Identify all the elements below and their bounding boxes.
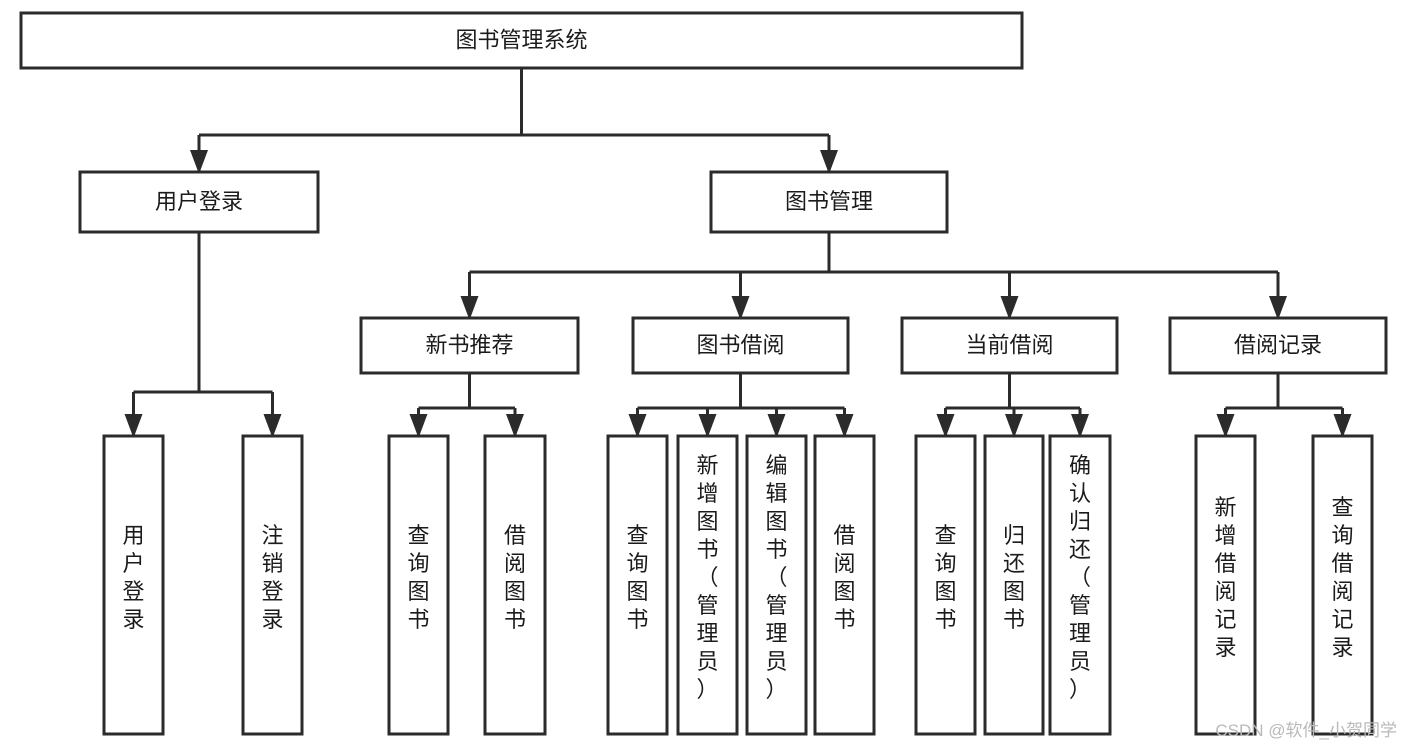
arrow-head-icon	[506, 414, 524, 438]
node-label: 图书借阅	[696, 332, 784, 357]
node-box[interactable]	[1048, 434, 1112, 736]
arrow-head-icon	[1005, 414, 1023, 438]
node-leaf-query-book-current[interactable]: 查询图书	[914, 434, 977, 736]
node-leaf-logout[interactable]: 注销登录	[241, 434, 304, 736]
connector-group	[190, 68, 838, 174]
arrow-head-icon	[835, 414, 854, 438]
node-leaf-confirm-return-admin[interactable]: 确认归还（管理员）	[1048, 434, 1112, 736]
node-leaf-query-book-recommend[interactable]: 查询图书	[387, 434, 450, 736]
node-leaf-add-book-admin[interactable]: 新增图书（管理员）	[676, 434, 739, 736]
node-label: 借阅图书	[833, 523, 855, 632]
node-label: 新增图书（管理员）	[696, 453, 718, 702]
arrow-head-icon	[936, 414, 955, 438]
arrow-head-icon	[1000, 296, 1019, 320]
node-label: 图书管理	[785, 189, 873, 214]
node-box[interactable]	[1311, 434, 1374, 736]
node-leaf-query-book-borrow[interactable]: 查询图书	[606, 434, 669, 736]
node-label: 注销登录	[261, 523, 283, 632]
node-new-book-recommend[interactable]: 新书推荐	[359, 316, 580, 375]
connector-group	[936, 373, 1089, 438]
node-label: 新增借阅记录	[1214, 495, 1236, 660]
node-label: 当前借阅	[965, 332, 1053, 357]
node-box[interactable]	[483, 434, 547, 736]
connector-group	[124, 232, 282, 438]
node-box[interactable]	[102, 434, 165, 736]
node-label: 用户登录	[122, 523, 144, 632]
node-label: 编辑图书（管理员）	[765, 453, 787, 702]
node-label: 确认归还（管理员）	[1069, 453, 1091, 702]
node-label: 用户登录	[155, 189, 243, 214]
node-box[interactable]	[745, 434, 808, 736]
node-label: 查询图书	[626, 523, 648, 632]
node-box[interactable]	[19, 11, 1024, 70]
node-leaf-user-login[interactable]: 用户登录	[102, 434, 165, 736]
node-borrow-record[interactable]: 借阅记录	[1168, 316, 1388, 375]
node-label: 查询图书	[407, 523, 429, 632]
node-box[interactable]	[983, 434, 1045, 736]
connector-group	[1216, 373, 1352, 438]
connectors-layer	[124, 68, 1352, 438]
node-current-borrow[interactable]: 当前借阅	[900, 316, 1119, 375]
node-box[interactable]	[631, 316, 850, 375]
node-leaf-borrow-book[interactable]: 借阅图书	[813, 434, 876, 736]
node-box[interactable]	[813, 434, 876, 736]
node-box[interactable]	[1194, 434, 1257, 736]
arrow-head-icon	[731, 296, 750, 320]
node-leaf-return-book[interactable]: 归还图书	[983, 434, 1045, 736]
node-leaf-query-borrow-record[interactable]: 查询借阅记录	[1311, 434, 1374, 736]
connector-group	[409, 373, 524, 438]
node-box[interactable]	[914, 434, 977, 736]
arrow-head-icon	[628, 414, 647, 438]
arrow-head-icon	[460, 296, 479, 320]
arrow-head-icon	[1071, 414, 1089, 438]
node-label: 借阅图书	[504, 523, 526, 632]
arrow-head-icon	[124, 414, 143, 438]
node-box[interactable]	[78, 170, 320, 234]
connector-group	[460, 232, 1287, 320]
node-box[interactable]	[1168, 316, 1388, 375]
arrow-head-icon	[698, 414, 717, 438]
nodes-layer: 图书管理系统用户登录图书管理新书推荐图书借阅当前借阅借阅记录用户登录注销登录查询…	[19, 11, 1388, 736]
arrow-head-icon	[1216, 414, 1235, 438]
arrow-head-icon	[767, 414, 786, 438]
arrow-head-icon	[409, 414, 428, 438]
arrow-head-icon	[1269, 296, 1287, 320]
node-leaf-add-borrow-record[interactable]: 新增借阅记录	[1194, 434, 1257, 736]
node-label: 借阅记录	[1234, 332, 1322, 357]
node-box[interactable]	[359, 316, 580, 375]
node-root[interactable]: 图书管理系统	[19, 11, 1024, 70]
arrow-head-icon	[190, 150, 208, 174]
arrow-head-icon	[820, 150, 838, 174]
node-book-borrow[interactable]: 图书借阅	[631, 316, 850, 375]
arrow-head-icon	[1333, 414, 1352, 438]
node-box[interactable]	[709, 170, 949, 234]
node-box[interactable]	[900, 316, 1119, 375]
node-box[interactable]	[606, 434, 669, 736]
node-label: 归还图书	[1003, 523, 1025, 632]
arrow-head-icon	[263, 414, 282, 438]
node-label: 图书管理系统	[455, 27, 587, 52]
node-user-login[interactable]: 用户登录	[78, 170, 320, 234]
node-leaf-borrow-book-recommend[interactable]: 借阅图书	[483, 434, 547, 736]
node-leaf-edit-book-admin[interactable]: 编辑图书（管理员）	[745, 434, 808, 736]
node-label: 新书推荐	[425, 332, 513, 357]
node-box[interactable]	[676, 434, 739, 736]
connector-group	[628, 373, 854, 438]
node-book-manage[interactable]: 图书管理	[709, 170, 949, 234]
node-box[interactable]	[387, 434, 450, 736]
node-label: 查询图书	[934, 523, 956, 632]
node-label: 查询借阅记录	[1331, 495, 1353, 660]
node-box[interactable]	[241, 434, 304, 736]
